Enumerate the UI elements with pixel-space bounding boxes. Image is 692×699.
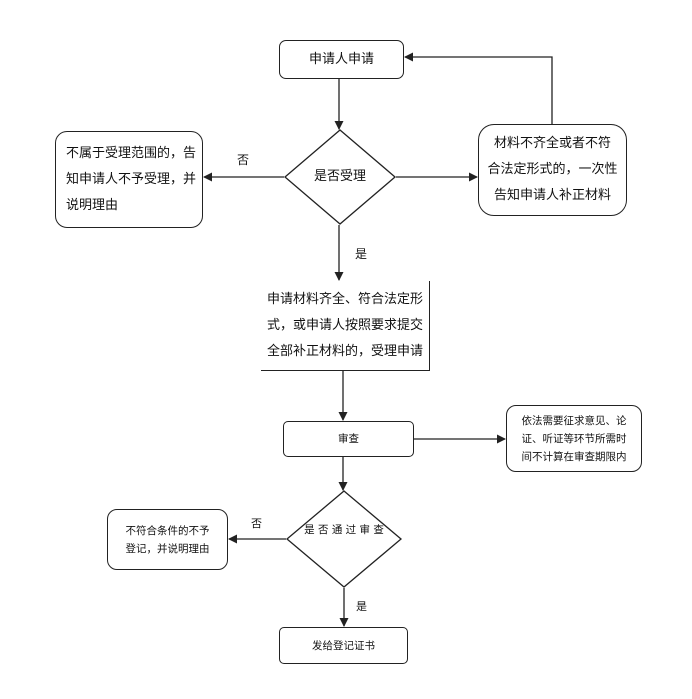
arrow-supplement-to-apply	[404, 52, 553, 124]
node-issue-label: 发给登记证书	[312, 639, 375, 652]
node-apply-label: 申请人申请	[308, 51, 374, 67]
node-reject-line-1: 不属于受理范围的，告	[66, 145, 197, 161]
node-supplement-line-1: 材料不齐全或者不符	[493, 136, 611, 151]
node-supplement-line-2: 合法定形式的，一次性	[487, 162, 618, 177]
node-supplement: 材料不齐全或者不符 合法定形式的，一次性 告知申请人补正材料	[478, 124, 627, 216]
node-fail-line-1: 不符合条件的不予	[125, 524, 210, 537]
edge-label-yes-2: 是	[356, 600, 367, 613]
node-reject-line-3: 说明理由	[66, 197, 119, 213]
node-review-note-line-1: 依法需要征求意见、论	[521, 414, 627, 427]
node-pass-question-line-1: 是 否 通	[304, 524, 343, 536]
decision-diamond-accept	[283, 129, 397, 225]
node-accept-question-label: 是否受理	[313, 169, 366, 184]
node-accepted-line-1: 申请材料齐全、符合法定形	[266, 291, 423, 307]
node-accepted-line-3: 全部补正材料的，受理申请	[266, 343, 423, 359]
node-accepted-line-2: 式，或申请人按照要求提交	[266, 317, 423, 333]
edge-label-no-2: 否	[251, 517, 262, 530]
node-accepted: 申请材料齐全、符合法定形 式，或申请人按照要求提交 全部补正材料的，受理申请	[261, 281, 430, 371]
node-pass-question: 是 否 通 过 审 查	[294, 521, 394, 539]
node-reject: 不属于受理范围的，告 知申请人不予受理，并 说明理由	[55, 131, 203, 228]
node-review: 审查	[283, 421, 414, 457]
node-reject-line-2: 知申请人不予受理，并	[66, 171, 197, 187]
node-review-label: 审查	[338, 433, 359, 445]
decision-diamond-pass	[285, 490, 403, 588]
node-fail-line-2: 登记，并说明理由	[125, 542, 210, 555]
node-supplement-line-3: 告知申请人补正材料	[493, 188, 611, 203]
node-accept-question: 是否受理	[285, 164, 395, 190]
edge-label-yes-1: 是	[355, 247, 368, 261]
node-review-note-line-2: 证、听证等环节所需时	[521, 432, 627, 445]
edge-label-no-1: 否	[237, 153, 250, 167]
node-issue: 发给登记证书	[279, 627, 408, 664]
node-review-note-line-3: 间不计算在审查期限内	[521, 450, 627, 463]
node-fail: 不符合条件的不予 登记，并说明理由	[107, 509, 228, 570]
node-review-note: 依法需要征求意见、论 证、听证等环节所需时 间不计算在审查期限内	[506, 405, 642, 472]
node-apply: 申请人申请	[279, 40, 404, 79]
node-pass-question-line-2: 过 审 查	[345, 524, 384, 536]
